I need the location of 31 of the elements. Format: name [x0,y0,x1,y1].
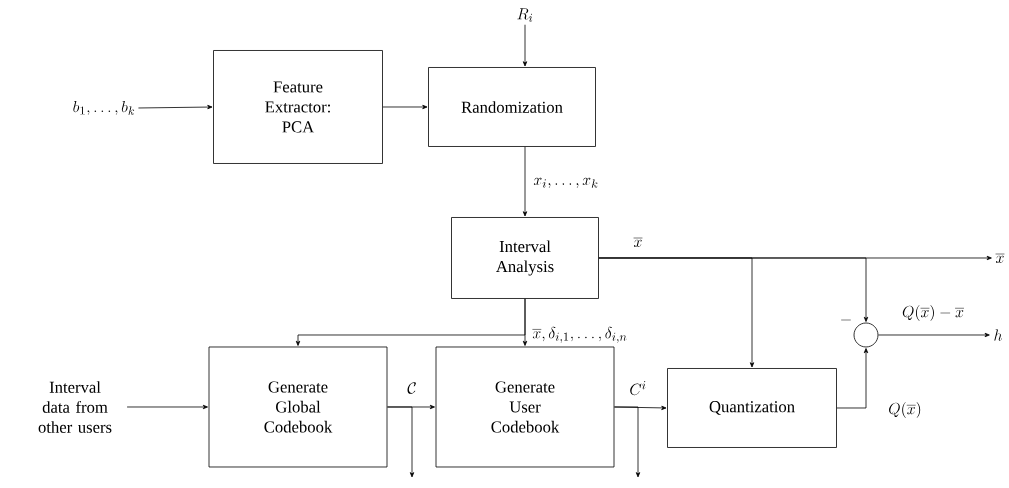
process-box: Generate Global Codebook [208,346,388,468]
summing-junction [853,322,879,348]
edge-label: $Q(\overline{x}) - \overline{x}$ [900,303,966,323]
process-box: Interval Analysis [451,217,599,299]
arrow [522,24,528,67]
signal-text: $\overline{x}$ [995,254,1005,263]
edge-label: $\overline{x}, \delta_{i,1}, \ldots, \delta_{i,n}$ [530,325,630,345]
arrow [126,404,208,410]
edge-label: $C^i$ [627,379,649,397]
arrow [598,257,869,322]
arrow [138,104,213,110]
process-box: Quantization [667,368,837,448]
arrow [836,348,869,409]
sign-label: $-$ [841,319,851,321]
edge-label: $x_i, \ldots, x_k$ [531,176,601,190]
arrow [878,332,990,338]
edge-label: $Q(\overline{x})$ [886,400,924,420]
arrow [522,146,528,217]
signal-text: $b_1, \ldots, b_k$ [73,100,135,116]
process-box: Feature Extractor: PCA [213,50,383,164]
arrow [387,406,415,478]
edge-label: $\overline{x}$ [631,235,645,249]
signal-text: $R_i$ [517,8,533,22]
arrow [614,406,641,478]
signal-text: $h$ [994,329,1003,341]
arrow [295,298,526,346]
process-box: Generate User Codebook [435,346,615,468]
arrow [382,104,428,110]
edge-label: $\mathcal{C}$ [405,380,419,396]
process-box: Randomization [428,67,596,147]
signal-text: Interval data from other users [38,381,112,433]
